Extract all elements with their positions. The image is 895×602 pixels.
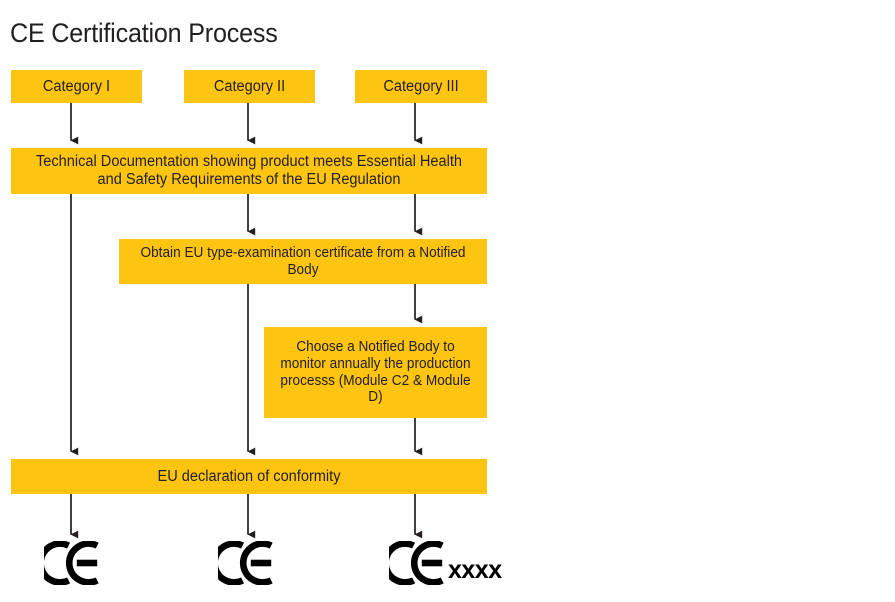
node-category-3[interactable]: Category III: [355, 70, 487, 103]
node-technical-documentation-label: Technical Documentation showing product …: [36, 153, 462, 188]
node-monitor-production-label: Choose a Notified Body to monitor annual…: [280, 339, 471, 406]
page-title: CE Certification Process: [10, 18, 278, 48]
ce-logo-icon: [44, 541, 99, 585]
ce-logo-icon: [218, 541, 273, 585]
ce-mark-category-1: [44, 541, 103, 585]
node-category-1-label: Category I: [42, 77, 111, 95]
node-technical-documentation[interactable]: Technical Documentation showing product …: [11, 148, 487, 194]
node-declaration-conformity[interactable]: EU declaration of conformity: [11, 459, 487, 494]
node-category-2[interactable]: Category II: [184, 70, 315, 103]
node-type-examination-label: Obtain EU type-examination certificate f…: [140, 244, 466, 278]
ce-logo-icon: [389, 541, 444, 585]
ce-mark-category-3: xxxx: [389, 541, 502, 585]
node-category-3-label: Category III: [383, 77, 459, 95]
node-category-2-label: Category II: [213, 77, 286, 95]
ce-mark-category-2: [218, 541, 277, 585]
node-type-examination[interactable]: Obtain EU type-examination certificate f…: [119, 239, 487, 284]
node-monitor-production[interactable]: Choose a Notified Body to monitor annual…: [264, 327, 487, 418]
node-category-1[interactable]: Category I: [11, 70, 142, 103]
ce-notified-body-number-3: xxxx: [448, 556, 502, 584]
node-declaration-conformity-label: EU declaration of conformity: [157, 467, 341, 485]
